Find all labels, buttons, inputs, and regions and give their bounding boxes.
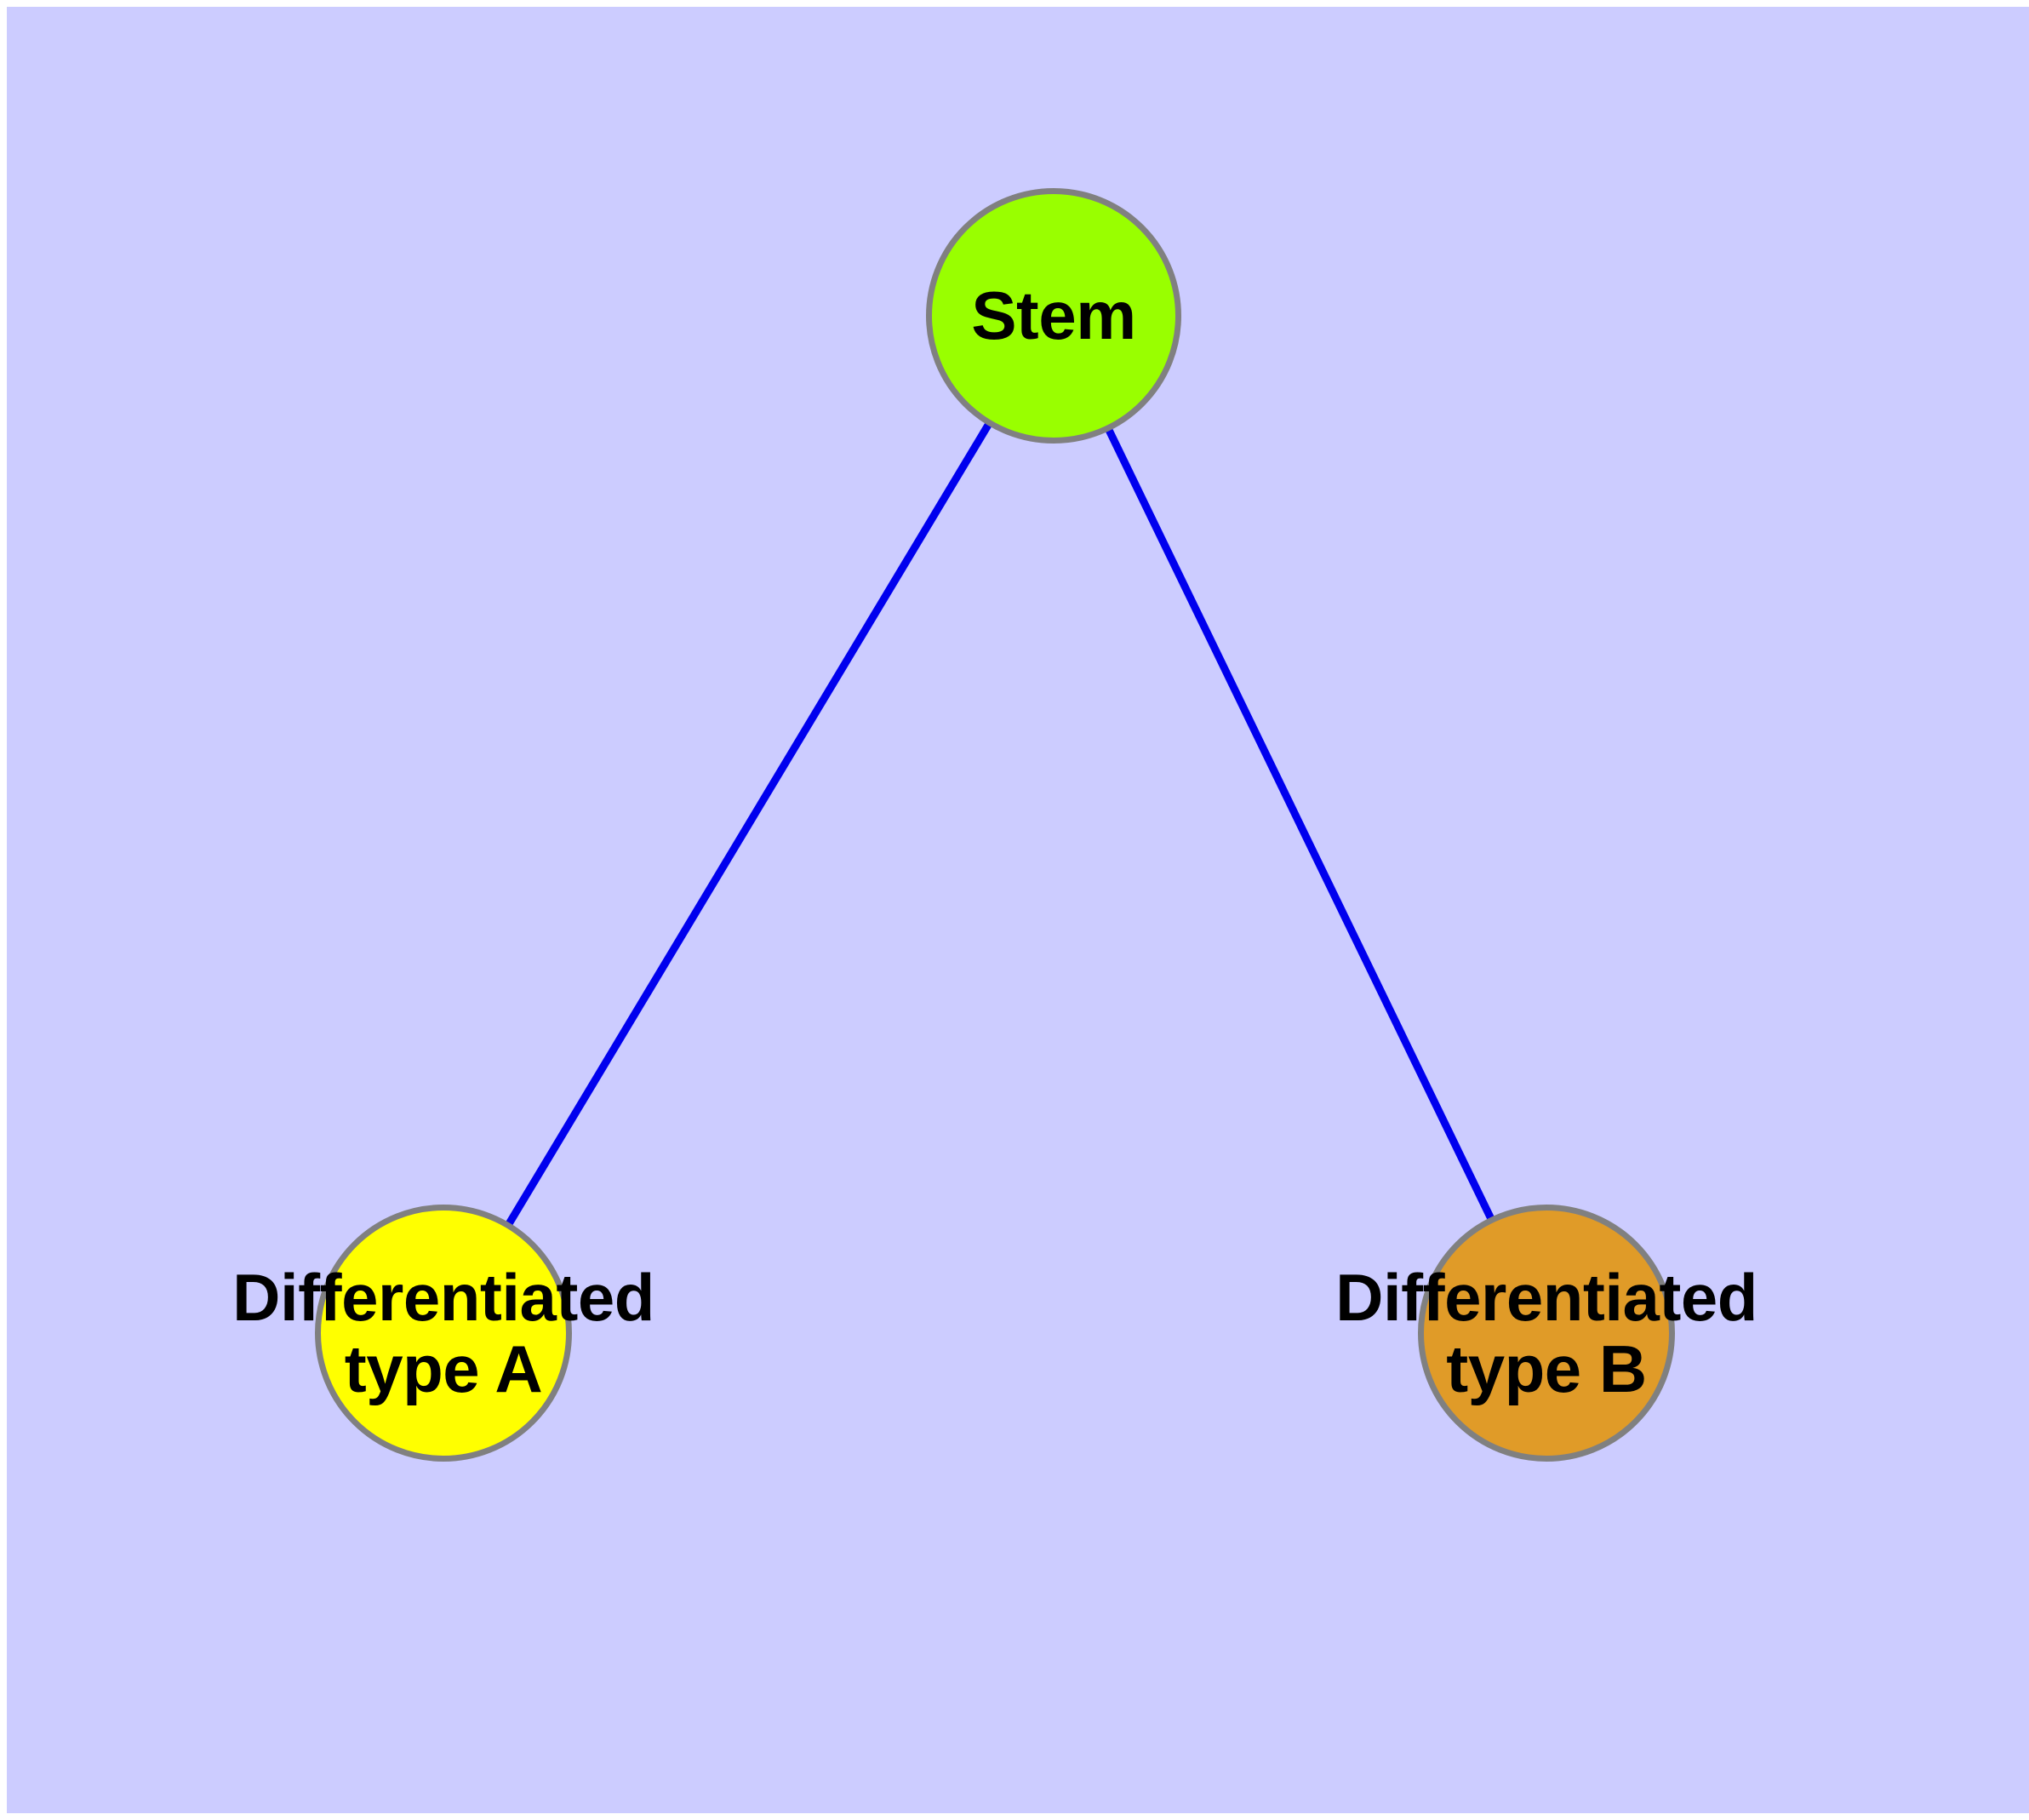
edge-stem-to-differentiated-a (440, 313, 1057, 1336)
node-differentiated-type-a[interactable] (315, 1205, 572, 1462)
node-stem[interactable] (926, 188, 1181, 444)
node-differentiated-type-b[interactable] (1418, 1205, 1675, 1462)
edge-stem-to-differentiated-b (1049, 314, 1551, 1335)
